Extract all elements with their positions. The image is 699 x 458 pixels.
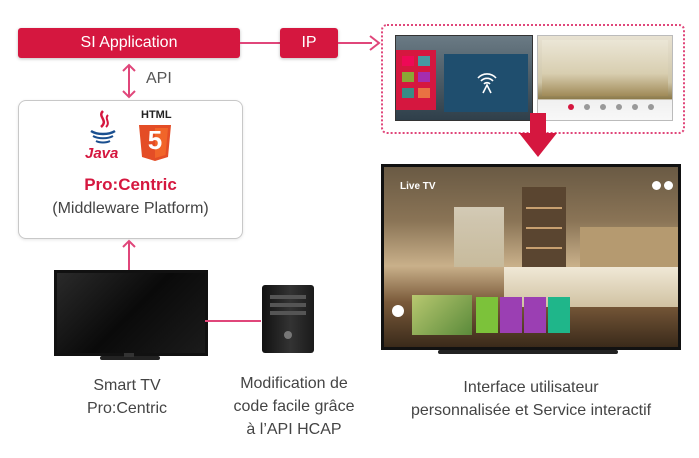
middleware-subtitle: (Middleware Platform) <box>52 200 209 217</box>
ip-screens-connector <box>338 42 372 44</box>
chevron-right-icon <box>369 35 381 51</box>
smart-tv-screen <box>54 270 208 356</box>
smart-tv-caption-line: Pro:Centric <box>86 400 168 417</box>
java-logo-icon <box>90 110 116 144</box>
html5-shield-icon <box>139 125 171 161</box>
smart-tv-caption-line: Smart TV <box>93 377 161 394</box>
ip-box: IP <box>280 28 338 58</box>
ui-screen-landscape <box>537 35 673 121</box>
server-caption: Modification de code facile grâce à l’AP… <box>214 372 374 441</box>
html-label: HTML <box>141 109 172 121</box>
api-label: API <box>146 70 172 87</box>
down-arrow-icon <box>519 113 557 157</box>
ui-screen-home <box>395 35 533 121</box>
server-caption-line: à l’API HCAP <box>246 421 342 438</box>
smart-tv-caption: Smart TV Pro:Centric <box>52 374 202 420</box>
server-caption-line: code facile grâce <box>233 398 355 415</box>
ui-screens-frame <box>381 24 685 134</box>
middleware-box: Java HTML 5 Pro:Centric (Middleware Plat… <box>18 100 243 239</box>
middleware-title: Pro:Centric <box>84 175 177 194</box>
html5-number: 5 <box>147 125 163 155</box>
si-application-box: SI Application <box>18 28 240 58</box>
up-arrow-icon <box>122 239 136 270</box>
server-caption-line: Modification de <box>240 375 348 392</box>
smart-tv-stand-neck <box>124 353 134 357</box>
hotel-tv-screen: Live TV <box>381 164 681 350</box>
hotel-tv-stand <box>438 350 618 354</box>
interface-caption-line: personnalisée et Service interactif <box>410 402 652 419</box>
tv-server-connector <box>205 320 261 322</box>
java-label: Java <box>85 145 119 162</box>
live-tv-label: Live TV <box>400 181 436 192</box>
server-tower-icon <box>262 285 314 353</box>
interface-caption: Interface utilisateur personnalisée et S… <box>381 376 681 422</box>
smart-tv-stand <box>100 356 160 360</box>
si-ip-connector <box>240 42 280 44</box>
api-double-arrow-icon <box>122 63 136 99</box>
interface-caption-line: Interface utilisateur <box>463 379 599 396</box>
wifi-icon <box>477 73 497 94</box>
